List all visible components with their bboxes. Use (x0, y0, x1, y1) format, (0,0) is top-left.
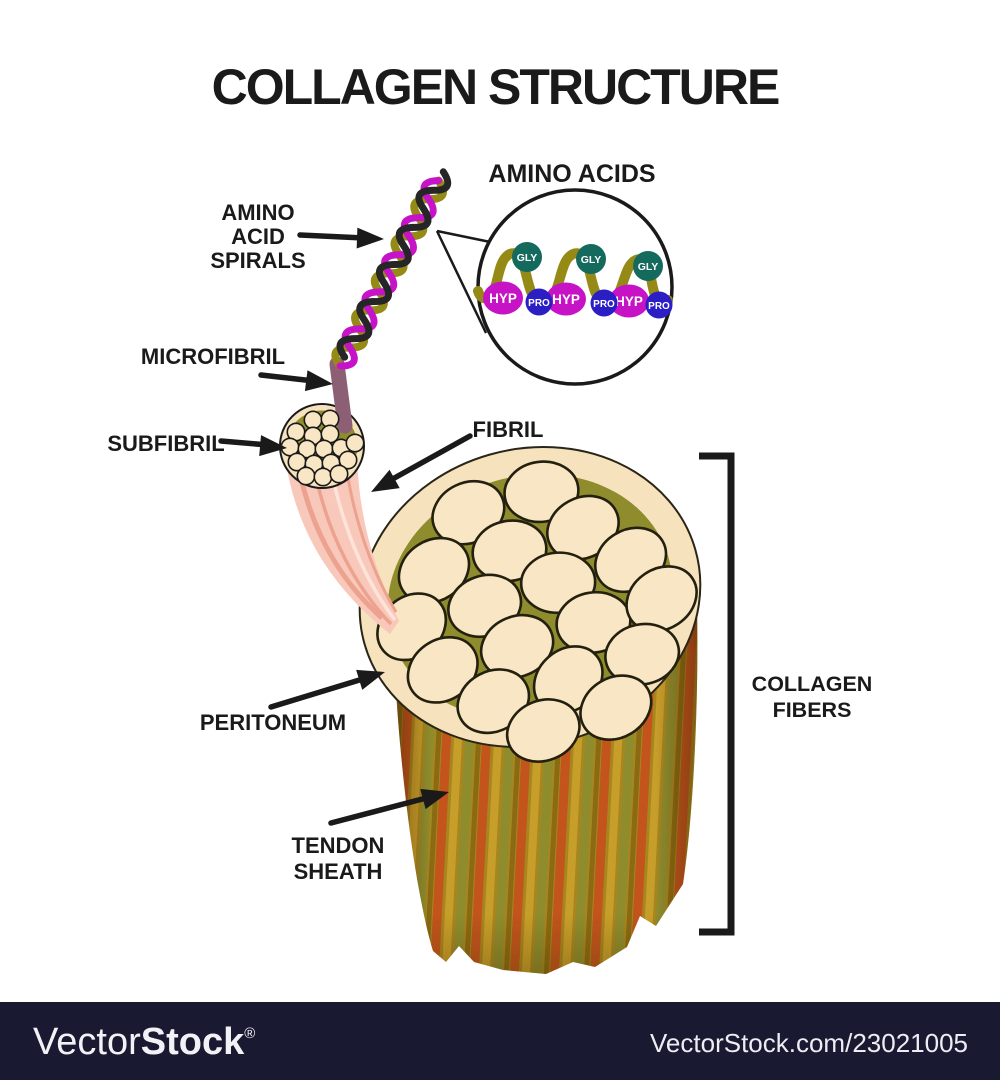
arrow-subfibril (218, 438, 271, 448)
registered-mark: ® (244, 1025, 255, 1042)
gly-badge (633, 251, 663, 281)
arrow-heads (259, 227, 449, 810)
hyp-label: HYP (489, 291, 517, 306)
amino-acid-spirals (331, 168, 452, 370)
amino-acids-inset: HYP HYP HYP PRO PRO PRO GLY GLY GLY AMIN… (435, 160, 674, 386)
collagen-fibers-label-line1: COLLAGEN (752, 672, 873, 696)
collagen-fibers-label-line2: FIBERS (773, 698, 852, 722)
arrow-head (259, 435, 287, 457)
pro-label: PRO (593, 299, 615, 310)
vectorstock-logo-bold: Stock (141, 1021, 245, 1063)
fibril-oval (505, 698, 581, 763)
fibril-oval (625, 565, 698, 633)
gly-label: GLY (517, 252, 538, 264)
amino-acid-spirals-label-line3: SPIRALS (210, 248, 305, 273)
pro-label: PRO (528, 298, 550, 309)
gly-label: GLY (638, 261, 659, 273)
pro-badge (590, 289, 618, 317)
subfibril-strand (296, 466, 316, 486)
arrow-amino-acid-spirals (297, 232, 367, 241)
collagen-fibers-bracket: COLLAGEN FIBERS (699, 452, 873, 936)
watermark-bar: VectorStock® VectorStock.com/23021005 (0, 1002, 1000, 1080)
hyp-label: HYP (552, 292, 580, 307)
page-title: COLLAGEN STRUCTURE (212, 59, 779, 115)
helix-strand-black (336, 168, 452, 361)
subfibril-strand (329, 464, 349, 484)
hyp-badge (546, 282, 586, 316)
arrow-head (356, 669, 385, 690)
arrow-head (371, 469, 400, 492)
gly-badge (576, 244, 606, 274)
residue-pro-group: PRO PRO PRO (525, 288, 673, 319)
vectorstock-credit-url[interactable]: VectorStock.com/23021005 (650, 1028, 968, 1058)
fibril-cone-body (286, 457, 399, 634)
peritoneum-label: PERITONEUM (200, 710, 346, 735)
gly-label: GLY (581, 254, 602, 266)
inset-heading: AMINO ACIDS (488, 160, 655, 188)
vectorstock-logo[interactable]: VectorStock® (33, 1021, 255, 1063)
microfibril-tube (329, 356, 353, 434)
fibril-oval (604, 622, 681, 686)
arrow-head (420, 788, 449, 810)
hyp-badge (483, 281, 523, 315)
amino-acid-spirals-label-line1: AMINO (221, 200, 294, 225)
arrow-head (356, 227, 384, 249)
fibril-cone-stripe (344, 465, 398, 613)
tendon-sheath-label-line1: TENDON (292, 833, 385, 858)
fibril-oval (397, 536, 471, 605)
fibril-oval (479, 613, 555, 680)
subfibril-cross-section (279, 356, 365, 489)
pro-badge (645, 291, 673, 319)
arrow-tendon-sheath (328, 794, 433, 826)
microfibril-label: MICROFIBRIL (141, 344, 285, 369)
hyp-label: HYP (615, 294, 643, 309)
amino-acid-spirals-label-line2: ACID (231, 224, 285, 249)
arrow-peritoneum (268, 675, 369, 710)
subfibril-strand (345, 433, 365, 453)
gly-badge (512, 242, 542, 272)
fibril-oval (579, 674, 653, 741)
subfibril-strand (338, 450, 358, 470)
fibril-cone-stripe (330, 473, 397, 622)
vectorstock-logo-regular: Vector (33, 1021, 141, 1063)
residue-hyp-group: HYP HYP HYP (483, 281, 649, 318)
arrow-head (304, 370, 333, 392)
fibril-cone-stripe (297, 473, 384, 620)
bracket-shape (699, 452, 735, 936)
pro-badge (525, 288, 553, 316)
residue-gly-group: GLY GLY GLY (512, 242, 663, 281)
subfibril-label: SUBFIBRIL (107, 431, 224, 456)
arrow-microfibril (258, 372, 317, 384)
part-labels: AMINO ACID SPIRALS MICROFIBRIL SUBFIBRIL… (107, 200, 543, 884)
callout-line-lower (435, 230, 488, 334)
subfibril-strand (303, 410, 323, 430)
leader-arrows (218, 232, 473, 826)
pro-label: PRO (648, 301, 670, 312)
subfibril-strand (313, 467, 333, 487)
arrow-fibril (386, 433, 473, 484)
fibril-cone (286, 457, 399, 634)
tendon-sheath-label-line2: SHEATH (294, 859, 383, 884)
fibril-bundles (376, 460, 698, 763)
tendon-cross-section (358, 446, 702, 763)
hyp-badge (609, 284, 649, 318)
fibril-label: FIBRIL (473, 417, 544, 442)
fibril-cone-stripe (314, 476, 393, 626)
watermark-background (0, 1002, 1000, 1080)
